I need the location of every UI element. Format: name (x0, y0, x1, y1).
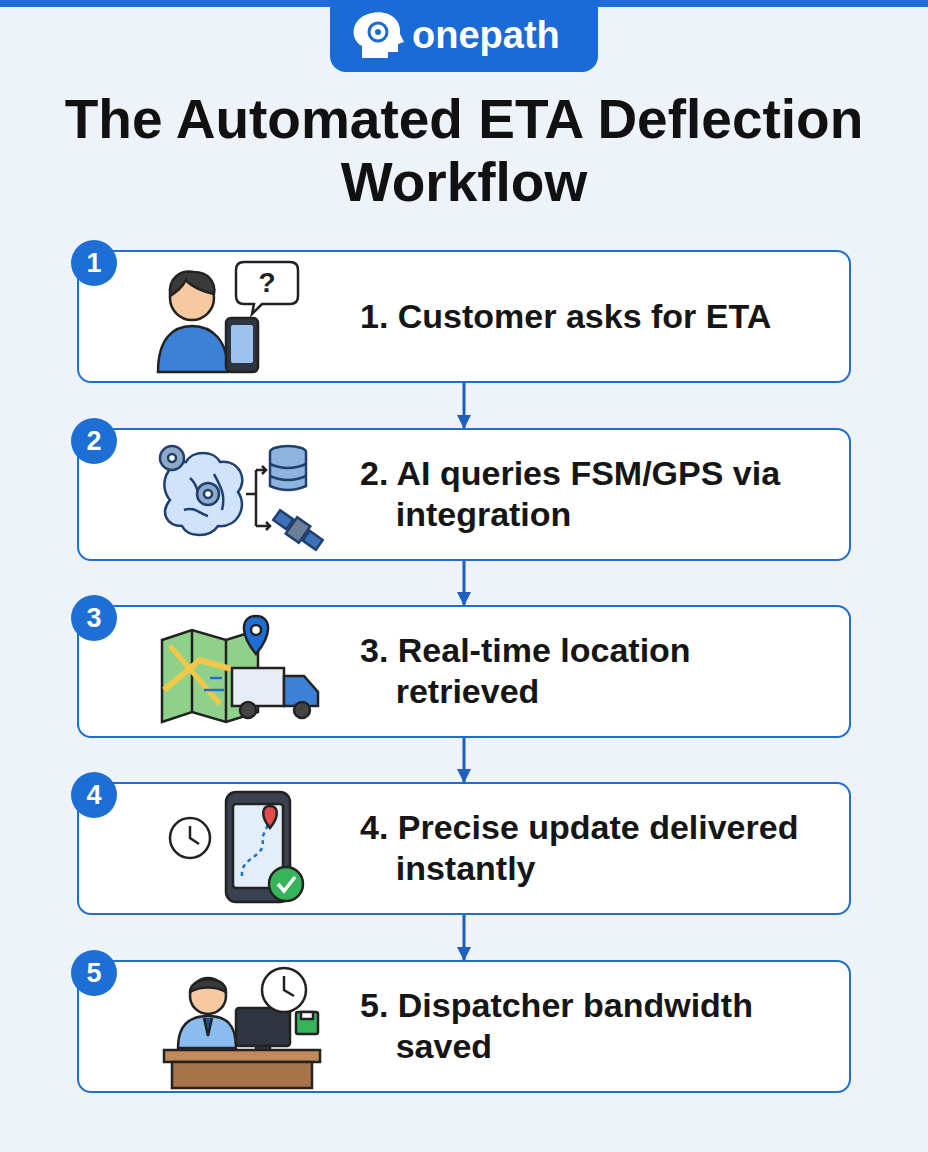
callout-number: 1 (71, 240, 117, 286)
process-box: 11. Customer asks for ETA (77, 250, 851, 383)
process-box: 55. Dispatcher bandwidth saved (77, 960, 851, 1093)
callout-number: 2 (71, 418, 117, 464)
callout-number: 5 (71, 950, 117, 996)
flow-arrow (463, 561, 466, 605)
process-box: 22. AI queries FSM/GPS via integration (77, 428, 851, 561)
logo-tab: onepath (330, 0, 598, 72)
step-label: 4. Precise update delivered instantly (360, 807, 835, 889)
title: The Automated ETA Deflection Workflow (64, 88, 864, 215)
step-label: 3. Real-time location retrieved (360, 630, 835, 712)
flow-arrow (463, 738, 466, 782)
process-box: 33. Real-time location retrieved (77, 605, 851, 738)
step-label: 1. Customer asks for ETA (360, 296, 835, 337)
process-box: 44. Precise update delivered instantly (77, 782, 851, 915)
flow-arrow (463, 383, 466, 428)
icon-symbol: ? (236, 262, 298, 304)
callout-number: 3 (71, 595, 117, 641)
step-label: 2. AI queries FSM/GPS via integration (360, 453, 835, 535)
flow-arrow (463, 915, 466, 960)
logo-text: onepath (412, 0, 560, 70)
callout-number: 4 (71, 772, 117, 818)
step-label: 5. Dispatcher bandwidth saved (360, 985, 835, 1067)
